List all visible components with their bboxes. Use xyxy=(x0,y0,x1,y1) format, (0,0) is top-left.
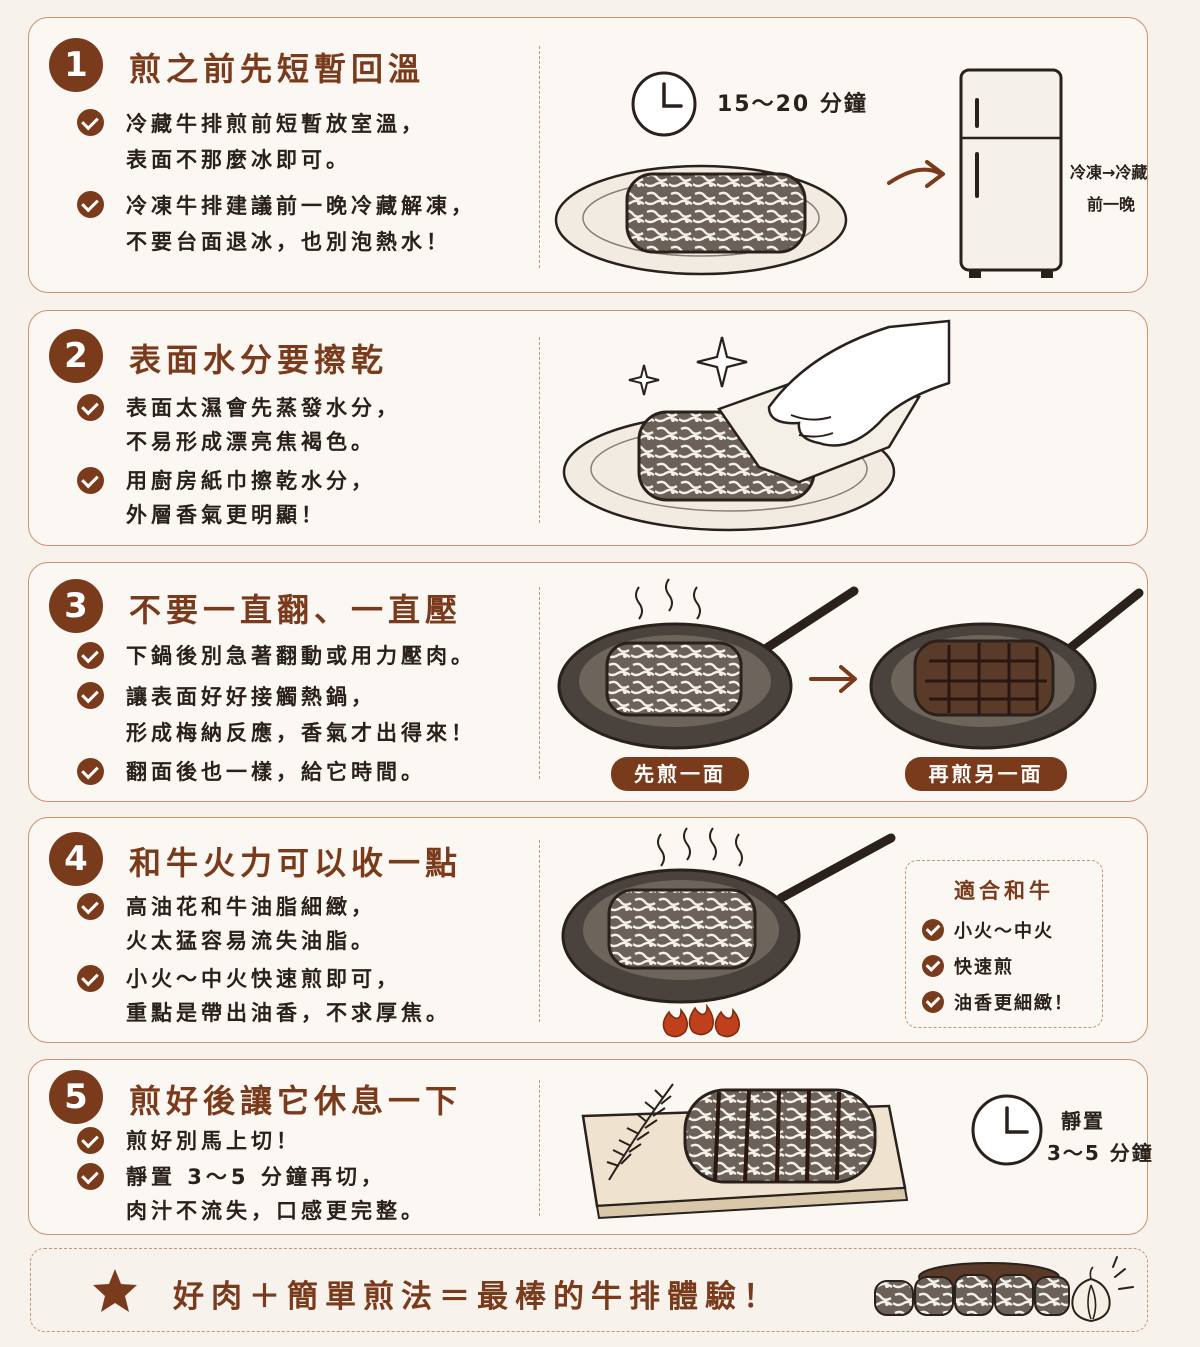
sliced-steak-icon xyxy=(874,1256,1134,1323)
point-text: 靜置 3～5 分鐘再切， 肉汁不流失，口感更完整。 xyxy=(126,1165,426,1223)
tip-title: 適合和牛 xyxy=(954,879,1054,903)
timer-label: 15～20 分鐘 xyxy=(717,91,868,117)
section-1-illustration: 15～20 分鐘 冷凍→冷藏 前一晚 xyxy=(554,68,1147,278)
section-1-title: 煎之前先短暫回溫 xyxy=(129,50,426,88)
arrow-right-icon xyxy=(887,160,945,188)
pan-icon xyxy=(557,586,859,750)
pan-icon xyxy=(869,588,1144,750)
step-number-5: 5 xyxy=(49,1070,103,1124)
section-5-point-1: 煎好別馬上切！ xyxy=(77,1124,301,1158)
section-5-point-2: 靜置 3～5 分鐘再切， 肉汁不流失，口感更完整。 xyxy=(77,1160,426,1228)
steam-icon xyxy=(657,827,743,867)
point-text: 下鍋後別急著翻動或用力壓肉。 xyxy=(126,644,476,668)
point-text: 冷藏牛排煎前短暫放室溫， 表面不那麼冰即可。 xyxy=(126,112,426,172)
hand-paper-towel-icon xyxy=(717,319,951,484)
fridge-icon xyxy=(959,68,1063,278)
tip-item: 油香更細緻！ xyxy=(922,989,1074,1015)
check-icon xyxy=(77,1163,104,1190)
pan-icon xyxy=(561,833,896,1004)
point-text: 冷凍牛排建議前一晚冷藏解凍， 不要台面退冰，也別泡熱水！ xyxy=(126,194,476,254)
rosemary-icon xyxy=(606,1083,674,1181)
section-4-point-1: 高油花和牛油脂細緻， 火太猛容易流失油脂。 xyxy=(77,890,376,958)
tip-item-text: 油香更細緻！ xyxy=(954,993,1074,1014)
steak-icon xyxy=(683,1088,877,1184)
garlic-icon xyxy=(1071,1256,1134,1323)
section-2-card: 2 表面水分要擦乾 表面太濕會先蒸發水分， 不易形成漂亮焦褐色。 用廚房紙巾擦乾… xyxy=(28,310,1148,546)
point-text: 用廚房紙巾擦乾水分， 外層香氣更明顯！ xyxy=(126,469,376,527)
section-3-title: 不要一直翻、一直壓 xyxy=(129,591,463,629)
section-3-card: 3 不要一直翻、一直壓 下鍋後別急著翻動或用力壓肉。 讓表面好好接觸熱鍋， 形成… xyxy=(28,562,1148,802)
section-4-point-2: 小火～中火快速煎即可， 重點是帶出油香，不求厚焦。 xyxy=(77,962,451,1030)
step-number-2: 2 xyxy=(49,329,103,383)
step-number-1: 1 xyxy=(49,38,103,92)
clock-icon xyxy=(631,71,697,137)
steam-icon xyxy=(635,578,701,620)
check-icon xyxy=(77,893,104,920)
star-icon xyxy=(93,1269,137,1312)
sparkle-icon xyxy=(628,336,748,396)
section-3-point-3: 翻面後也一樣，給它時間。 xyxy=(77,755,426,789)
section-divider xyxy=(539,840,540,1022)
footer-text: 好肉＋簡單煎法＝最棒的牛排體驗！ xyxy=(173,1279,781,1315)
rest-label: 靜置 3～5 分鐘 xyxy=(1047,1109,1154,1165)
section-5-title: 煎好後讓它休息一下 xyxy=(129,1082,463,1120)
tip-item: 快速煎 xyxy=(922,953,1014,979)
section-1-card: 1 煎之前先短暫回溫 冷藏牛排煎前短暫放室溫， 表面不那麼冰即可。 冷凍牛排建議… xyxy=(28,17,1148,293)
section-divider xyxy=(539,337,540,523)
step-number-3: 3 xyxy=(49,579,103,633)
steak-plate-icon xyxy=(554,164,848,276)
check-icon xyxy=(77,642,104,669)
check-icon xyxy=(77,965,104,992)
section-2-illustration xyxy=(562,319,951,532)
section-2-point-1: 表面太濕會先蒸發水分， 不易形成漂亮焦褐色。 xyxy=(77,391,401,459)
check-icon xyxy=(77,109,104,136)
arrow-right-icon xyxy=(809,665,857,693)
section-2-title: 表面水分要擦乾 xyxy=(129,341,389,379)
section-2-point-2: 用廚房紙巾擦乾水分， 外層香氣更明顯！ xyxy=(77,464,376,532)
section-4-illustration xyxy=(561,827,896,1038)
second-side-label: 再煎另一面 xyxy=(905,757,1067,791)
section-3-illustration xyxy=(557,578,1144,750)
tip-item: 小火～中火 xyxy=(922,917,1054,943)
section-4-title: 和牛火力可以收一點 xyxy=(129,844,463,882)
check-icon xyxy=(77,1127,104,1154)
check-icon xyxy=(922,991,944,1013)
step-number-4: 4 xyxy=(49,832,103,886)
check-icon xyxy=(77,682,104,709)
tip-item-text: 小火～中火 xyxy=(954,921,1054,942)
point-text: 高油花和牛油脂細緻， 火太猛容易流失油脂。 xyxy=(126,895,376,953)
check-icon xyxy=(922,955,944,977)
section-3-point-2: 讓表面好好接觸熱鍋， 形成梅納反應，香氣才出得來！ xyxy=(77,679,476,751)
section-4-card: 4 和牛火力可以收一點 高油花和牛油脂細緻， 火太猛容易流失油脂。 小火～中火快… xyxy=(28,817,1148,1043)
tip-item-text: 快速煎 xyxy=(954,957,1014,978)
footer-banner: 好肉＋簡單煎法＝最棒的牛排體驗！ xyxy=(30,1248,1148,1332)
flame-icon xyxy=(662,1003,740,1038)
check-icon xyxy=(77,394,104,421)
first-side-label: 先煎一面 xyxy=(611,757,749,791)
section-5-card: 5 煎好後讓它休息一下 煎好別馬上切！ 靜置 3～5 分鐘再切， 肉汁不流失，口… xyxy=(28,1059,1152,1235)
section-3-point-1: 下鍋後別急著翻動或用力壓肉。 xyxy=(77,639,476,673)
check-icon xyxy=(77,191,104,218)
section-divider xyxy=(539,587,540,779)
section-divider xyxy=(539,46,540,268)
point-text: 翻面後也一樣，給它時間。 xyxy=(126,760,426,784)
section-1-point-1: 冷藏牛排煎前短暫放室溫， 表面不那麼冰即可。 xyxy=(77,106,426,178)
section-1-point-2: 冷凍牛排建議前一晚冷藏解凍， 不要台面退冰，也別泡熱水！ xyxy=(77,188,476,260)
check-icon xyxy=(77,467,104,494)
point-text: 讓表面好好接觸熱鍋， 形成梅納反應，香氣才出得來！ xyxy=(126,685,476,745)
point-text: 表面太濕會先蒸發水分， 不易形成漂亮焦褐色。 xyxy=(126,396,401,454)
section-divider xyxy=(539,1080,540,1216)
section-5-illustration: 靜置 3～5 分鐘 xyxy=(581,1083,1152,1220)
point-text: 煎好別馬上切！ xyxy=(126,1129,301,1153)
check-icon xyxy=(77,758,104,785)
point-text: 小火～中火快速煎即可， 重點是帶出油香，不求厚焦。 xyxy=(126,967,451,1025)
clock-icon xyxy=(971,1094,1043,1166)
fridge-label: 冷凍→冷藏 前一晚 xyxy=(1070,163,1153,214)
check-icon xyxy=(922,919,944,941)
wagyu-tip-box: 適合和牛 小火～中火 快速煎 油香更細緻！ xyxy=(905,860,1103,1028)
